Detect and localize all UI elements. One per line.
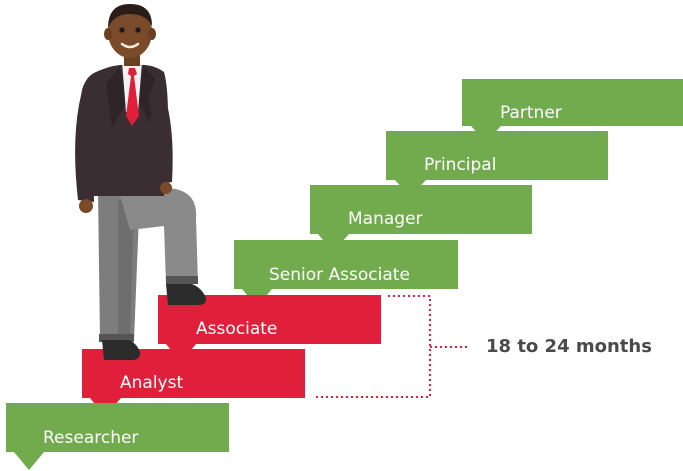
step-researcher: Researcher	[6, 403, 229, 470]
back-leg-shade	[118, 200, 134, 338]
step-analyst: Analyst	[82, 349, 305, 416]
duration-bracket: 18 to 24 months	[316, 295, 652, 398]
step-associate-block	[158, 295, 381, 362]
right-ear	[148, 28, 156, 40]
businessman-icon	[75, 4, 207, 360]
step-senior-associate: Senior Associate	[234, 240, 458, 307]
mouth	[120, 42, 140, 49]
left-hand	[79, 199, 93, 213]
step-principal: Principal	[386, 131, 608, 197]
step-researcher-label: Researcher	[43, 428, 138, 448]
step-researcher-block	[6, 403, 229, 470]
left-ear	[104, 28, 112, 40]
step-principal-block	[386, 131, 608, 197]
step-partner: Partner	[462, 79, 683, 142]
left-eye	[119, 27, 125, 33]
front-cuff	[166, 276, 198, 284]
step-senior-associate-block	[234, 240, 458, 307]
duration-label: 18 to 24 months	[486, 336, 652, 357]
hair	[108, 4, 152, 28]
step-analyst-label: Analyst	[120, 373, 183, 393]
back-shoe	[102, 340, 141, 360]
step-manager-label: Manager	[348, 209, 423, 229]
front-leg	[118, 188, 198, 284]
step-analyst-block	[82, 349, 305, 416]
career-steps: Partner Principal Manager Senior Associa…	[6, 79, 683, 470]
step-associate: Associate	[158, 295, 381, 362]
step-senior-associate-label: Senior Associate	[269, 265, 410, 285]
tie-icon	[126, 68, 139, 126]
step-partner-block	[462, 79, 683, 142]
step-associate-label: Associate	[196, 319, 277, 339]
head	[108, 6, 152, 58]
back-cuff	[99, 334, 134, 342]
step-manager-block	[310, 185, 532, 252]
right-hand	[160, 182, 172, 194]
left-arm	[75, 84, 100, 202]
front-shoe	[166, 284, 207, 305]
step-partner-label: Partner	[500, 103, 562, 123]
step-manager: Manager	[310, 185, 532, 252]
step-principal-label: Principal	[424, 155, 496, 175]
right-arm	[148, 76, 173, 184]
right-eye	[135, 27, 141, 33]
bracket-line	[316, 295, 468, 398]
jacket-lapel-left	[106, 66, 128, 128]
